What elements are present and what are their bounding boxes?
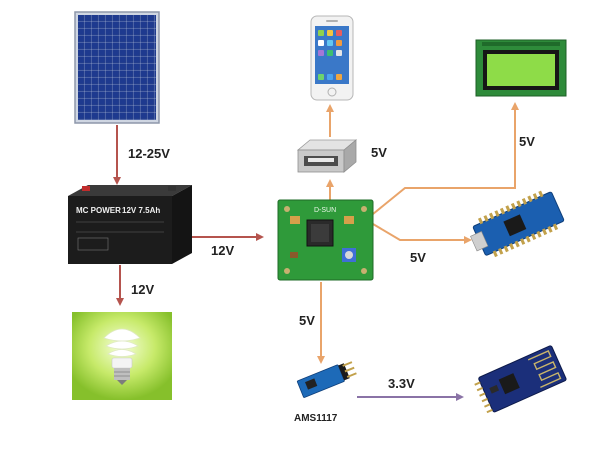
smartphone-icon <box>310 15 354 101</box>
battery-icon: MC POWER 12V 7.5Ah <box>68 185 192 264</box>
arrow-converter-to-lcd <box>372 102 519 215</box>
usb-connector-icon <box>296 139 358 173</box>
battery-rating: 12V 7.5Ah <box>122 206 160 215</box>
label-12-25v: 12-25V <box>128 146 170 161</box>
converter-brand: D-SUN <box>314 207 336 214</box>
label-5v-usb: 5V <box>371 145 387 160</box>
light-bulb-icon <box>72 312 172 400</box>
lcd-display-icon <box>475 39 567 97</box>
esp8266-module-icon <box>474 345 567 414</box>
label-12v-bulb: 12V <box>131 282 154 297</box>
label-5v-nano: 5V <box>410 250 426 265</box>
label-5v-lcd: 5V <box>519 134 535 149</box>
solar-panel-icon <box>74 11 160 124</box>
arduino-nano-icon <box>470 190 565 258</box>
ams1117-regulator-icon <box>296 361 357 398</box>
battery-brand: MC POWER <box>76 206 121 215</box>
dc-dc-converter-icon: D-SUN <box>277 199 374 281</box>
arrow-converter-to-nano <box>372 223 472 244</box>
label-12v-converter: 12V <box>211 243 234 258</box>
regulator-name-label: AMS1117 <box>294 413 338 424</box>
label-5v-regulator: 5V <box>299 313 315 328</box>
label-3v3: 3.3V <box>388 376 415 391</box>
